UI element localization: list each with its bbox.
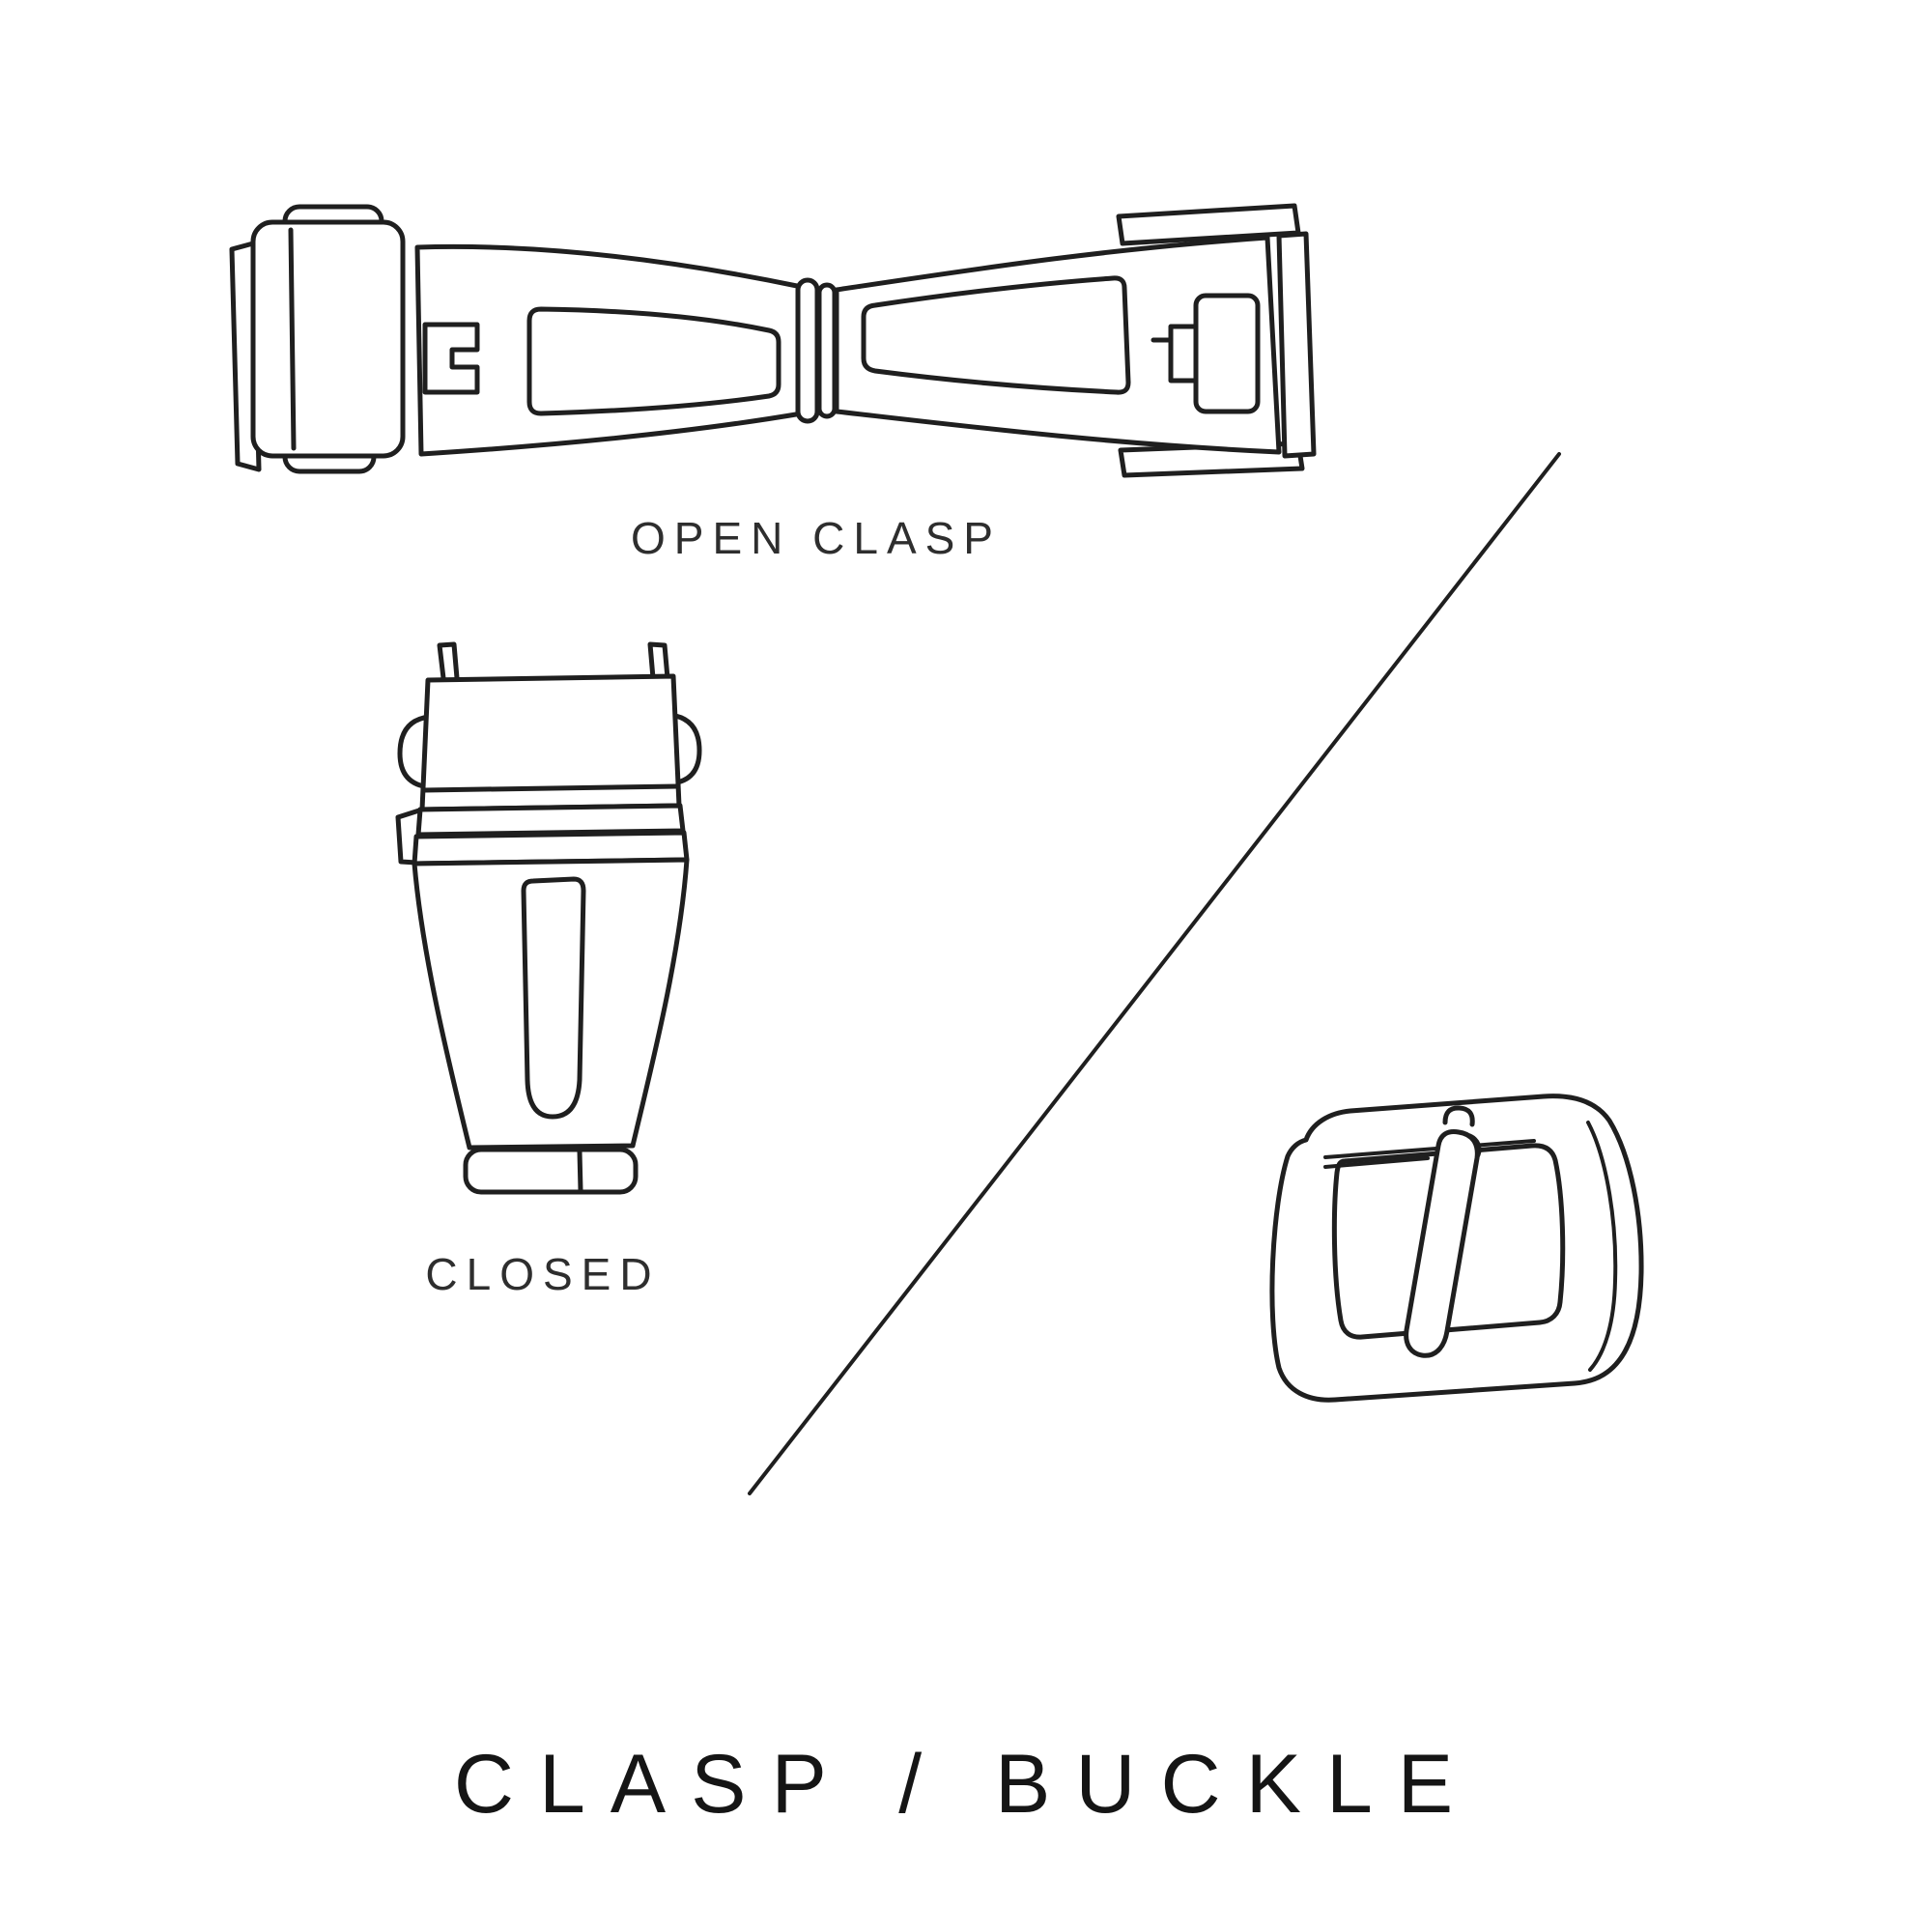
clasp-endlink-fold-line <box>288 227 297 451</box>
clasp-hinge-pin <box>816 282 838 419</box>
clasp-left-blade-cutout <box>526 306 781 416</box>
clasp-right-top-plate <box>1116 203 1301 246</box>
closed-clasp-left-prong <box>437 641 460 681</box>
buckle-bar <box>1323 1139 1536 1159</box>
clasp-release-button <box>422 322 480 395</box>
open-clasp-caption: OPEN CLASP <box>631 513 1002 563</box>
clasp-catch-hole <box>1193 293 1261 414</box>
closed-clasp-drawing <box>395 641 702 1195</box>
tang-buckle-drawing <box>1269 1094 1644 1403</box>
buckle-pin-nub <box>1442 1105 1475 1127</box>
buckle-bar-lower-line <box>1323 1156 1430 1169</box>
closed-caption: CLOSED <box>425 1249 661 1299</box>
clasp-right-blade-cutout <box>861 275 1131 395</box>
buckle-pin <box>1404 1129 1480 1358</box>
clasp-catch-hook <box>1168 324 1199 384</box>
closed-clasp-bottom-cap-line <box>577 1149 583 1193</box>
open-clasp-drawing <box>229 203 1317 478</box>
divider-line <box>748 452 1561 1495</box>
closed-clasp-band-1 <box>415 803 686 838</box>
diagram-title: CLASP / BUCKLE <box>453 1738 1479 1831</box>
buckle-right-band-contour <box>1586 1121 1618 1372</box>
clasp-right-blade <box>834 235 1282 455</box>
closed-clasp-bottom-cap <box>463 1147 639 1195</box>
closed-clasp-top-block-line <box>421 783 680 793</box>
closed-clasp-slot <box>521 876 586 1120</box>
clasp-endlink <box>250 219 406 459</box>
closed-clasp-right-prong <box>647 641 670 681</box>
clasp-right-end-cap <box>1276 231 1317 459</box>
clasp-hinge <box>795 277 820 424</box>
closed-clasp-body <box>412 857 690 1151</box>
